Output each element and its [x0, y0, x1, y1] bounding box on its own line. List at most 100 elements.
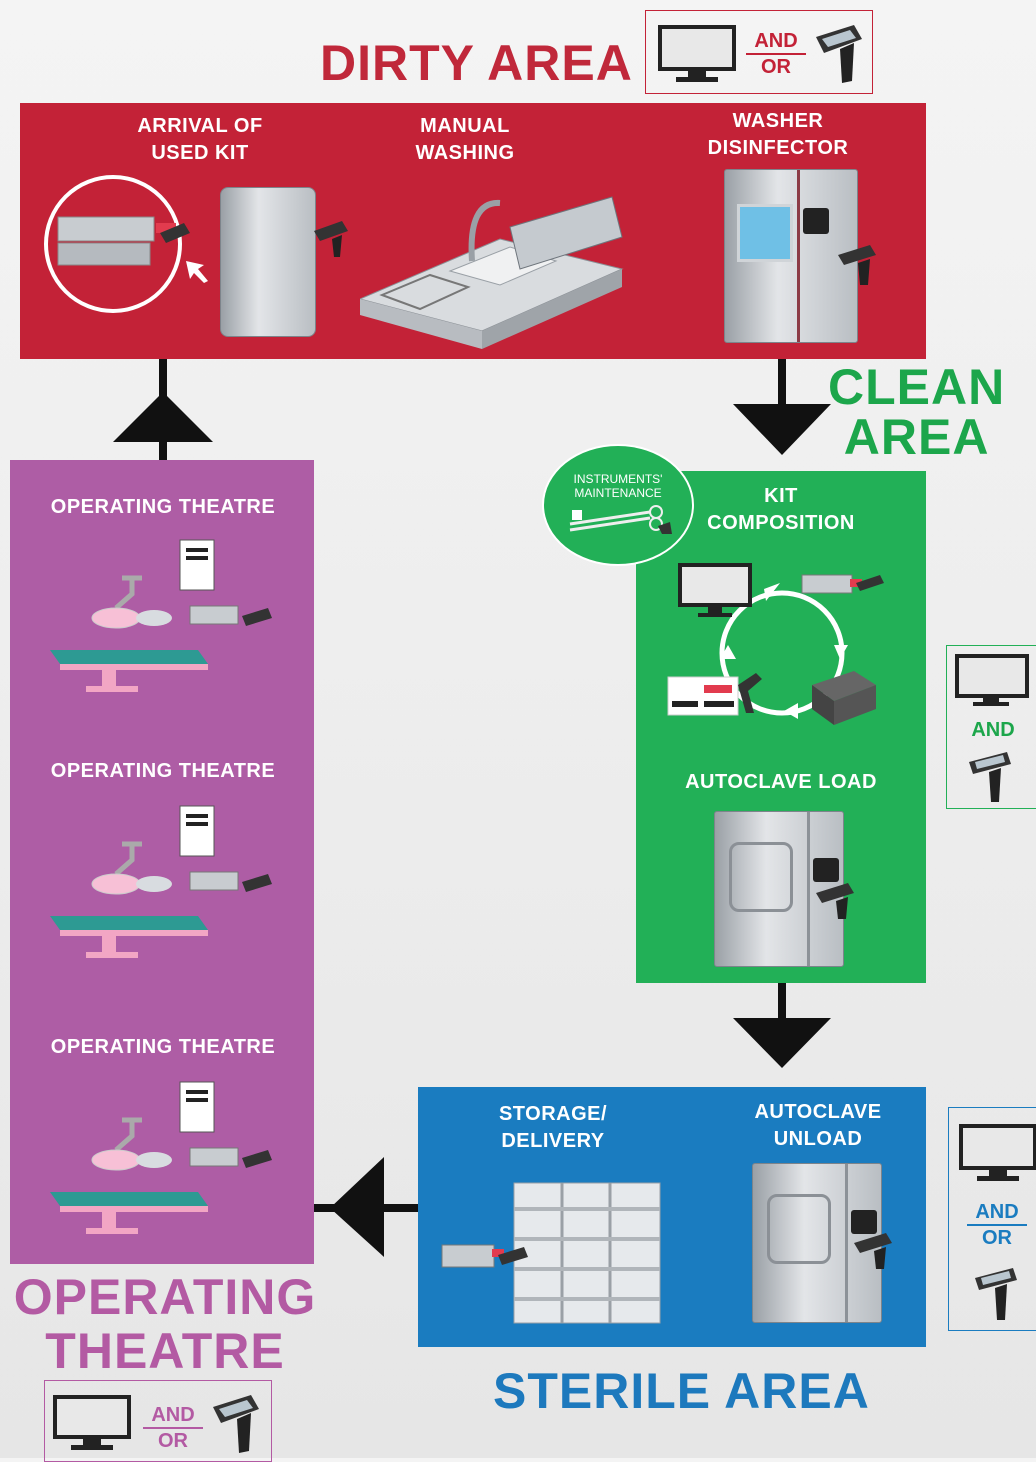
badge-line2: MAINTENANCE [574, 486, 662, 500]
surgical-lamp-icon [91, 1149, 141, 1171]
instruments-maintenance-badge: INSTRUMENTS' MAINTENANCE [542, 444, 694, 566]
operating-theatre-title: OPERATING THEATRE [10, 1270, 320, 1378]
arrival-label-line2: USED KIT [151, 142, 249, 164]
washer-divider [797, 170, 800, 342]
and-label: AND [143, 1403, 203, 1429]
or-label: OR [982, 1227, 1012, 1249]
kit-cycle-diagram [667, 563, 884, 725]
monitor-icon [959, 1124, 1036, 1181]
document-icon [179, 1081, 215, 1133]
handheld-scanner-icon [969, 752, 1011, 802]
arrow-down-icon [733, 404, 831, 455]
kit-box-icon [189, 605, 239, 625]
handheld-scanner-icon [213, 1395, 259, 1453]
handheld-scanner-icon [854, 1233, 892, 1269]
and-label: AND [746, 29, 806, 55]
arrival-label-line1: ARRIVAL OF [137, 115, 263, 137]
washer-disinfector-icon [724, 169, 858, 343]
autoclave-divider [807, 812, 810, 966]
badge-label: INSTRUMENTS' MAINTENANCE [544, 472, 692, 500]
unload-line2: UNLOAD [773, 1128, 863, 1150]
autoclave-screen [813, 858, 839, 882]
unload-line1: AUTOCLAVE [754, 1101, 882, 1123]
dirty-device-legend: AND OR [645, 10, 873, 94]
arrow-left-icon [330, 1157, 384, 1257]
washing-sink-icon [360, 196, 624, 349]
monitor-icon [658, 25, 736, 82]
autoclave-load-icon [714, 811, 844, 967]
manual-washing-label: MANUAL WASHING [365, 113, 565, 167]
op-title-line1: OPERATING [13, 1269, 317, 1325]
op-title-line2: THEATRE [45, 1323, 285, 1379]
monitor-icon [678, 563, 752, 607]
and-label: AND [967, 1200, 1027, 1226]
autoclave-divider [845, 1164, 848, 1322]
washer-screen [803, 208, 829, 234]
sterile-area-panel: STORAGE/ DELIVERY AUTOCLAVE UNLOAD [418, 1087, 926, 1347]
kit-box-icon [189, 871, 239, 891]
autoclave-unload-label: AUTOCLAVE UNLOAD [718, 1099, 918, 1153]
operating-theatre-panel: OPERATING THEATRE OPERATING THEATRE OPER… [10, 460, 314, 1264]
kit-box-icon [189, 1147, 239, 1167]
surgical-lamp-icon [91, 873, 141, 895]
sterile-area-title: STERILE AREA [493, 1363, 870, 1419]
operating-room-illustration-1 [50, 539, 272, 692]
autoclave-door [729, 842, 793, 912]
room-label-2: OPERATING THEATRE [50, 760, 276, 782]
printer-icon [812, 671, 876, 701]
sterile-device-legend: AND OR [948, 1107, 1036, 1331]
monitor-icon [955, 654, 1029, 706]
handheld-scanner-icon [838, 245, 876, 285]
operating-room-illustration-2 [50, 805, 272, 958]
monitor-icon [53, 1395, 131, 1450]
autoclave-door [767, 1194, 831, 1264]
washer-label-line2: DISINFECTOR [707, 137, 849, 159]
kit-box-icon [441, 1244, 495, 1268]
washer-window [737, 204, 793, 262]
washer-label: WASHER DISINFECTOR [678, 108, 878, 162]
clean-area-title: CLEAN AREA [828, 362, 1005, 462]
document-icon [179, 805, 215, 857]
used-kit-circle [44, 175, 182, 313]
kit-composition-label: KIT COMPOSITION [681, 483, 881, 537]
storage-line2: DELIVERY [501, 1130, 605, 1152]
kit-label-line1: KIT [764, 485, 798, 507]
room-label-3: OPERATING THEATRE [50, 1036, 276, 1058]
arrow-up-icon [113, 392, 213, 442]
washer-label-line1: WASHER [732, 110, 824, 132]
handheld-scanner-icon [314, 221, 348, 257]
arrow-pointer-icon [186, 261, 208, 283]
manual-washing-line2: WASHING [415, 142, 515, 164]
used-kit-icon [57, 216, 190, 266]
barcode-scanner-icon [738, 673, 762, 713]
kit-label-line2: COMPOSITION [707, 512, 855, 534]
room-label-1: OPERATING THEATRE [50, 496, 276, 518]
arrow-down-icon [733, 1018, 831, 1068]
clean-device-legend: AND [946, 645, 1036, 809]
operating-table-icon [50, 1192, 208, 1206]
scissors-icon [569, 505, 672, 534]
clean-title-line1: CLEAN [828, 359, 1006, 415]
surgical-lamp-icon [91, 607, 141, 629]
or-label: OR [158, 1430, 188, 1452]
operating-table-icon [50, 916, 208, 930]
dirty-area-panel: ARRIVAL OF USED KIT MANUAL WASHING WASHE… [20, 103, 926, 359]
and-label: AND [971, 719, 1015, 741]
clean-area-panel: KIT COMPOSITION AUTOCLAVE LOAD [636, 471, 926, 983]
operating-table-icon [50, 650, 208, 664]
and-or-label: AND OR [746, 29, 806, 79]
operating-room-illustration-3 [50, 1081, 272, 1234]
manual-washing-line1: MANUAL [420, 115, 510, 137]
handheld-scanner-icon [816, 25, 862, 83]
autoclave-load-label: AUTOCLAVE LOAD [685, 771, 877, 793]
operating-device-legend: AND OR [44, 1380, 272, 1462]
transport-cabinet-icon [220, 187, 316, 337]
handheld-scanner-icon [816, 883, 854, 919]
autoclave-screen [851, 1210, 877, 1234]
document-icon [179, 539, 215, 591]
and-or-label: AND OR [967, 1200, 1027, 1250]
storage-shelf-icon [441, 1182, 661, 1324]
kit-box-icon [801, 574, 853, 594]
or-label: OR [761, 56, 791, 78]
